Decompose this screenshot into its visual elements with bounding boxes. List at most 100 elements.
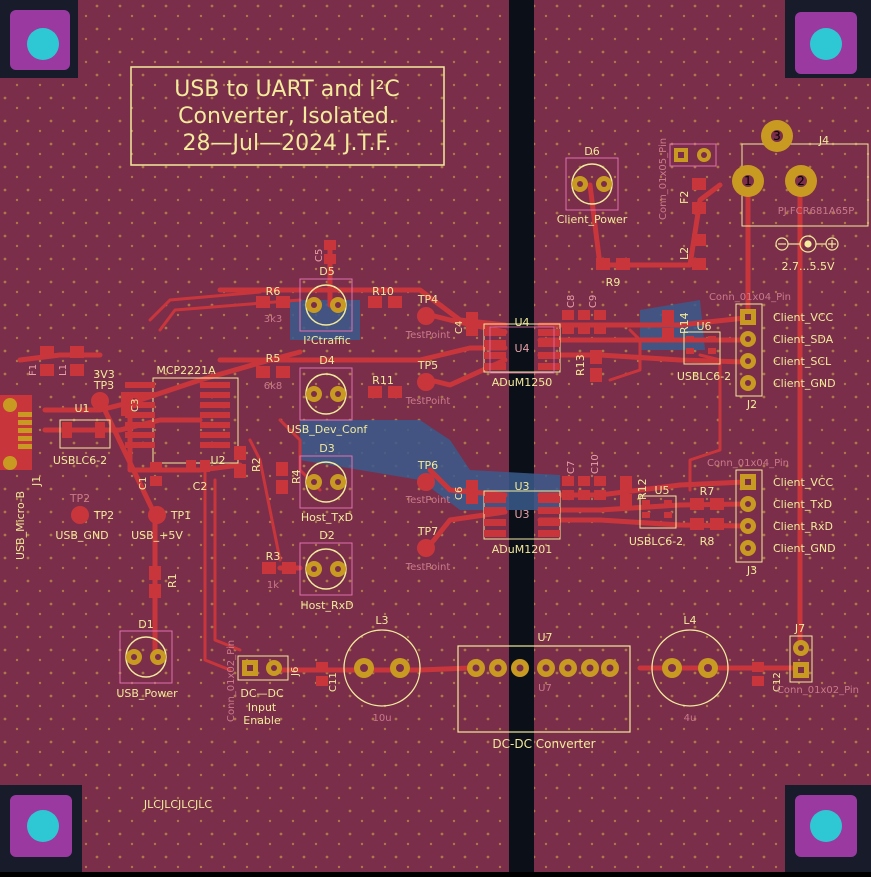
u3-value: ADuM1201 — [492, 543, 552, 556]
resistor-r10[interactable] — [368, 296, 402, 308]
c12-ref: C12 — [772, 672, 783, 692]
j6-label-2: Input — [248, 701, 277, 714]
resistor-r2[interactable] — [234, 446, 246, 478]
resistor-r8[interactable] — [690, 518, 724, 530]
ic-u6[interactable] — [683, 331, 721, 365]
j2-pin2: Client_SDA — [773, 333, 834, 346]
header-j6[interactable] — [237, 655, 289, 681]
cap-c11[interactable] — [316, 662, 328, 686]
header-j3[interactable] — [735, 469, 763, 563]
j1-value: USB_Micro-B — [14, 491, 27, 560]
inductor-l3[interactable] — [343, 629, 421, 707]
ic-u5[interactable] — [639, 495, 677, 529]
j2-ref: J2 — [746, 398, 757, 411]
led-d4[interactable] — [299, 367, 353, 421]
j3-pin3: Client_RxD — [773, 520, 833, 533]
cap-c1[interactable] — [150, 462, 162, 486]
title-line-1: USB to UART and I²C — [174, 77, 400, 102]
resistor-r7[interactable] — [690, 498, 724, 510]
testpoint-tp1[interactable] — [148, 506, 166, 524]
dcdc-converter-u7[interactable] — [457, 645, 631, 733]
resistor-r4[interactable] — [276, 462, 288, 494]
cap-c3[interactable] — [121, 392, 133, 416]
led-d5[interactable] — [299, 278, 353, 332]
resistor-r6[interactable] — [256, 296, 290, 308]
resistor-r13[interactable] — [590, 350, 602, 382]
barrel-jack-j4[interactable] — [732, 120, 869, 227]
resistor-r12[interactable] — [620, 476, 632, 508]
l2-ref: L2 — [678, 247, 691, 260]
c8-ref: C8 — [566, 295, 577, 308]
j3-pin4: Client_GND — [773, 542, 836, 555]
f1-ref: F1 — [28, 364, 39, 376]
title-line-3: 28—Jul—2024 J.T.F. — [183, 131, 392, 156]
cap-c12[interactable] — [752, 662, 764, 686]
fuse-f2[interactable] — [692, 178, 706, 214]
u5-ref: U5 — [654, 484, 669, 497]
header-j5[interactable] — [669, 143, 717, 167]
cap-cluster-u4[interactable] — [466, 310, 606, 336]
d3-ref: D3 — [319, 442, 334, 455]
header-j2[interactable] — [735, 303, 763, 397]
r7-ref: R7 — [700, 485, 715, 498]
d1-ref: D1 — [138, 618, 153, 631]
ic-u1[interactable] — [59, 419, 111, 449]
resistor-r11[interactable] — [368, 386, 402, 398]
tp4-ref: TP4 — [417, 293, 438, 306]
d6-value: Client_Power — [557, 213, 628, 226]
c11-ref: C11 — [328, 672, 339, 692]
header-j7[interactable] — [789, 635, 813, 683]
r4-ref: R4 — [290, 469, 303, 484]
usb-connector-j1[interactable] — [0, 395, 32, 470]
j3-pin1: Client_VCC — [773, 476, 834, 489]
testpoint-tp2[interactable] — [71, 506, 89, 524]
led-d2[interactable] — [299, 542, 353, 596]
ic-u2-mcp2221a[interactable] — [125, 377, 239, 464]
j3-ref: J3 — [746, 564, 757, 577]
led-d6[interactable] — [565, 157, 619, 211]
resistor-r9[interactable] — [596, 258, 630, 270]
testpoint-tp3[interactable] — [91, 392, 109, 410]
tp3-value: 3V3 — [93, 368, 115, 381]
r11-ref: R11 — [372, 374, 394, 387]
l3-ref: L3 — [375, 614, 388, 627]
led-d1[interactable] — [119, 630, 173, 684]
f2-ref: F2 — [678, 191, 691, 204]
d3-value: Host_TxD — [301, 511, 353, 524]
u2-ref: U2 — [210, 454, 225, 467]
tp1-value: USB_+5V — [131, 529, 183, 542]
inductor-l4[interactable] — [651, 629, 729, 707]
j2-pin4: Client_GND — [773, 377, 836, 390]
ic-u3[interactable] — [483, 490, 561, 540]
testpoint-tp7[interactable] — [417, 539, 435, 557]
testpoint-tp6[interactable] — [417, 473, 435, 491]
mounting-hole-bottom-right — [785, 785, 871, 872]
resistor-r3[interactable] — [262, 562, 296, 574]
c3-ref: C3 — [130, 399, 141, 412]
resistor-r1[interactable] — [149, 566, 161, 598]
tp2-ref-fab: TP2 — [69, 492, 90, 505]
tp2-value: USB_GND — [55, 529, 108, 542]
u4-value: ADuM1250 — [492, 376, 552, 389]
inductor-l2[interactable] — [692, 234, 706, 270]
fuse-f1[interactable] — [40, 346, 54, 376]
d1-value: USB_Power — [116, 687, 178, 700]
resistor-r5[interactable] — [256, 366, 290, 378]
testpoint-tp4[interactable] — [417, 307, 435, 325]
inductor-l1[interactable] — [70, 346, 84, 376]
cap-c5[interactable] — [324, 240, 336, 264]
j6-ref: J6 — [290, 667, 301, 677]
led-d3[interactable] — [299, 455, 353, 509]
testpoint-tp5[interactable] — [417, 373, 435, 391]
c5-ref: C5 — [314, 249, 325, 262]
mounting-hole-top-left — [0, 0, 78, 78]
resistor-r14[interactable] — [662, 310, 674, 342]
ic-u4[interactable] — [483, 323, 561, 374]
u7-fab-ref: U7 — [538, 683, 552, 694]
cap-c2[interactable] — [186, 460, 210, 472]
r1-ref: R1 — [166, 573, 179, 588]
j4-ref: J4 — [818, 134, 829, 147]
cap-cluster-u3[interactable] — [466, 476, 606, 504]
